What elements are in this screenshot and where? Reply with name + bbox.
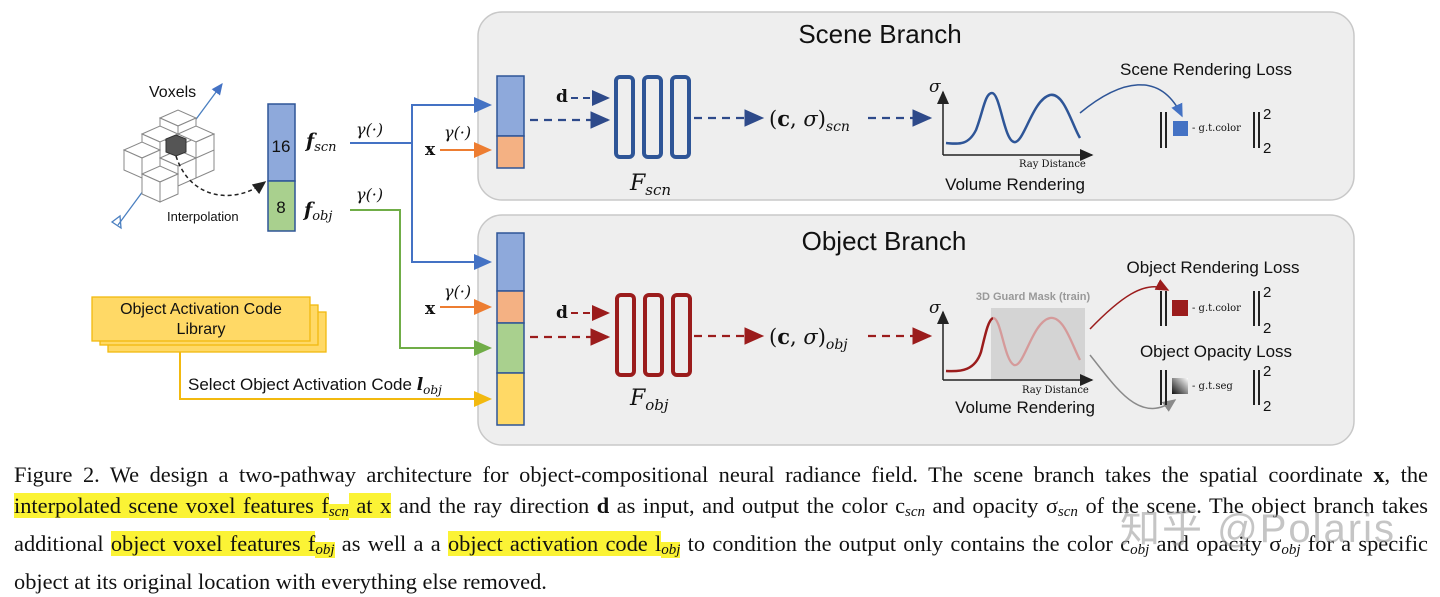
- caption-segment: Figure 2. We design a two-pathway archit…: [14, 462, 1374, 487]
- f-scn-label: fscn: [304, 130, 337, 155]
- gamma-label-x-object: γ(·): [444, 282, 471, 301]
- object-d-label: d: [556, 303, 568, 323]
- voxel-cube-illustration: [110, 82, 223, 230]
- object-input-x-block: [496, 290, 525, 324]
- selected-voxel: [165, 134, 187, 157]
- object-render-norm-sub: 2: [1263, 320, 1271, 337]
- scene-input-fscn-block: [496, 75, 525, 137]
- scene-volume-plot: σ Ray Distance Volume Rendering: [929, 77, 1094, 194]
- gamma-label-x-scene: γ(·): [444, 123, 471, 142]
- x-label-object: x: [425, 299, 436, 319]
- caption-segment: obj: [315, 542, 335, 558]
- guard-mask-region: [991, 308, 1085, 380]
- figure-caption: Figure 2. We design a two-pathway archit…: [14, 459, 1428, 597]
- object-density-curve-active: [945, 316, 994, 373]
- scene-color-swatch: [1173, 121, 1188, 136]
- caption-segment: as input, and output the color c: [609, 493, 906, 518]
- caption-segment: object voxel features f: [110, 531, 316, 556]
- object-seg-swatch: [1172, 378, 1188, 394]
- object-activation-code-library: Object Activation Code Library: [91, 296, 327, 353]
- caption-segment: x: [1373, 462, 1385, 487]
- caption-segment: of the scene. The object branch takes ad…: [14, 493, 1428, 556]
- scene-volume-caption: Volume Rendering: [945, 175, 1085, 194]
- object-gt-seg-label: - g.t.seg: [1192, 381, 1233, 392]
- caption-segment: for a specific object at its original lo…: [14, 531, 1428, 594]
- caption-segment: obj: [1130, 542, 1150, 558]
- voxels-label: Voxels: [149, 84, 196, 101]
- feature-vector-scn: [267, 103, 296, 182]
- gamma-label-obj: γ(·): [356, 185, 383, 204]
- object-mlp: [615, 293, 692, 377]
- object-volume-plot: 3D Guard Mask (train) σ Ray Distance Vol…: [929, 291, 1095, 417]
- object-input-fscn-block: [496, 232, 525, 292]
- scene-branch-title: Scene Branch: [798, 19, 961, 49]
- select-code-label: Select Object Activation Code lobj: [188, 375, 442, 397]
- object-opacity-norm-sub: 2: [1263, 398, 1271, 415]
- interpolation-label: Interpolation: [167, 209, 239, 224]
- caption-segment: as well a a: [334, 531, 448, 556]
- object-branch-panel: Object Branch d Fobj (c, σ)obj 3D Guard …: [477, 214, 1355, 446]
- library-label-line2: Library: [177, 321, 226, 338]
- architecture-diagram: Scene Branch d Fscn (c, σ)scn σ Ray Dist…: [91, 11, 1355, 446]
- caption-segment: object activation code l: [447, 531, 662, 556]
- library-label-line1: Object Activation Code: [120, 301, 282, 318]
- caption-segment: obj: [661, 542, 681, 558]
- object-render-loss-arrow: [1089, 279, 1170, 330]
- object-opacity-loss-arrow: [1089, 354, 1177, 412]
- caption-segment: and opacity σ: [1149, 531, 1282, 556]
- scene-ray-distance-label: Ray Distance: [1019, 159, 1086, 170]
- object-render-loss-title: Object Rendering Loss: [1127, 258, 1300, 277]
- caption-segment: and opacity σ: [925, 493, 1058, 518]
- scene-loss-arrow: [1079, 84, 1183, 118]
- caption-segment: obj: [1281, 542, 1301, 558]
- x-label-scene: x: [425, 140, 436, 160]
- object-render-loss-norm: - g.t.color 2 2: [1160, 284, 1271, 337]
- caption-segment: interpolated scene voxel features f: [14, 493, 329, 518]
- fscn-to-scene-arrow: [350, 97, 492, 144]
- feature-scn-dim: 16: [272, 137, 291, 156]
- scene-input-x-block: [496, 135, 525, 169]
- f-obj-label: fobj: [302, 199, 332, 224]
- gamma-label-scn: γ(·): [356, 120, 383, 139]
- scene-loss-title: Scene Rendering Loss: [1120, 60, 1292, 79]
- object-render-norm-sup: 2: [1263, 284, 1271, 301]
- object-opacity-loss-title: Object Opacity Loss: [1140, 342, 1292, 361]
- interpolation-arrow: [175, 155, 267, 197]
- scene-gt-color-label: - g.t.color: [1192, 123, 1241, 134]
- scene-density-curve: [945, 91, 1082, 145]
- scene-mlp: [614, 75, 691, 159]
- guard-mask-label: 3D Guard Mask (train): [976, 291, 1091, 303]
- caption-segment: to condition the output only contains th…: [680, 531, 1131, 556]
- caption-segment: scn: [905, 504, 926, 520]
- object-opacity-norm-sup: 2: [1263, 363, 1271, 380]
- scene-norm-sup: 2: [1263, 106, 1271, 123]
- caption-segment: , the: [1384, 462, 1428, 487]
- object-volume-caption: Volume Rendering: [955, 398, 1095, 417]
- object-sigma-label: σ: [929, 298, 941, 318]
- feature-vector-obj: [267, 180, 296, 232]
- fobj-to-object-arrow: [350, 209, 492, 356]
- object-input-fobj-block: [496, 322, 525, 374]
- object-branch-title: Object Branch: [802, 226, 967, 256]
- code-select-arrow: [179, 352, 492, 407]
- object-density-curve-masked: [992, 316, 1082, 367]
- caption-segment: at x: [348, 493, 392, 518]
- caption-segment: scn: [328, 504, 349, 520]
- object-ray-distance-label: Ray Distance: [1022, 385, 1089, 396]
- fscn-to-object-arrow: [411, 143, 492, 270]
- scene-d-label: d: [556, 87, 568, 107]
- object-gt-color-label: - g.t.color: [1192, 303, 1241, 314]
- object-input-code-block: [496, 372, 525, 426]
- scene-branch-panel: Scene Branch d Fscn (c, σ)scn σ Ray Dist…: [477, 11, 1355, 201]
- scene-sigma-label: σ: [929, 77, 941, 97]
- object-color-swatch: [1172, 300, 1188, 316]
- scene-loss-norm: - g.t.color 2 2: [1160, 106, 1271, 157]
- caption-segment: and the ray direction: [391, 493, 597, 518]
- object-opacity-loss-norm: - g.t.seg 2 2: [1160, 363, 1271, 415]
- caption-segment: scn: [1057, 504, 1078, 520]
- caption-segment: d: [596, 493, 610, 518]
- feature-obj-dim: 8: [276, 198, 285, 217]
- scene-norm-sub: 2: [1263, 140, 1271, 157]
